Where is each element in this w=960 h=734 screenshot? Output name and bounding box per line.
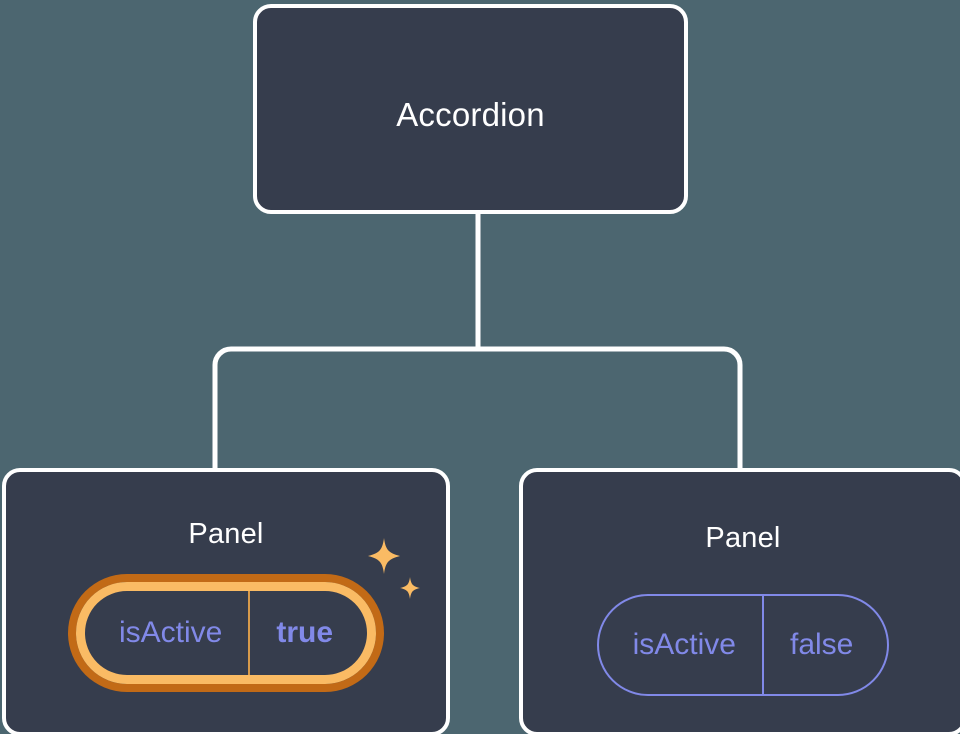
prop-pill-inactive[interactable]: isActive false [596,594,890,696]
node-accordion-label: Accordion [396,96,545,133]
connector-branch-left [212,346,478,472]
node-panel-inactive-label: Panel [705,522,781,554]
prop-pill-inactive-wrapper: isActive false [523,594,960,696]
node-panel-inactive[interactable]: Panel isActive false [519,468,960,734]
node-panel-active-label: Panel [188,518,264,550]
prop-pill-active[interactable]: isActive true [75,582,377,684]
prop-value-false: false [761,596,887,694]
prop-value-true: true [248,591,367,675]
node-accordion[interactable]: Accordion [253,4,688,214]
node-panel-active[interactable]: Panel isActive true [2,468,450,734]
prop-pill-active-wrapper: isActive true [6,582,446,684]
prop-key-isactive: isActive [118,616,223,649]
connector-branch-right [478,346,743,472]
prop-key-isactive: isActive [632,628,736,661]
